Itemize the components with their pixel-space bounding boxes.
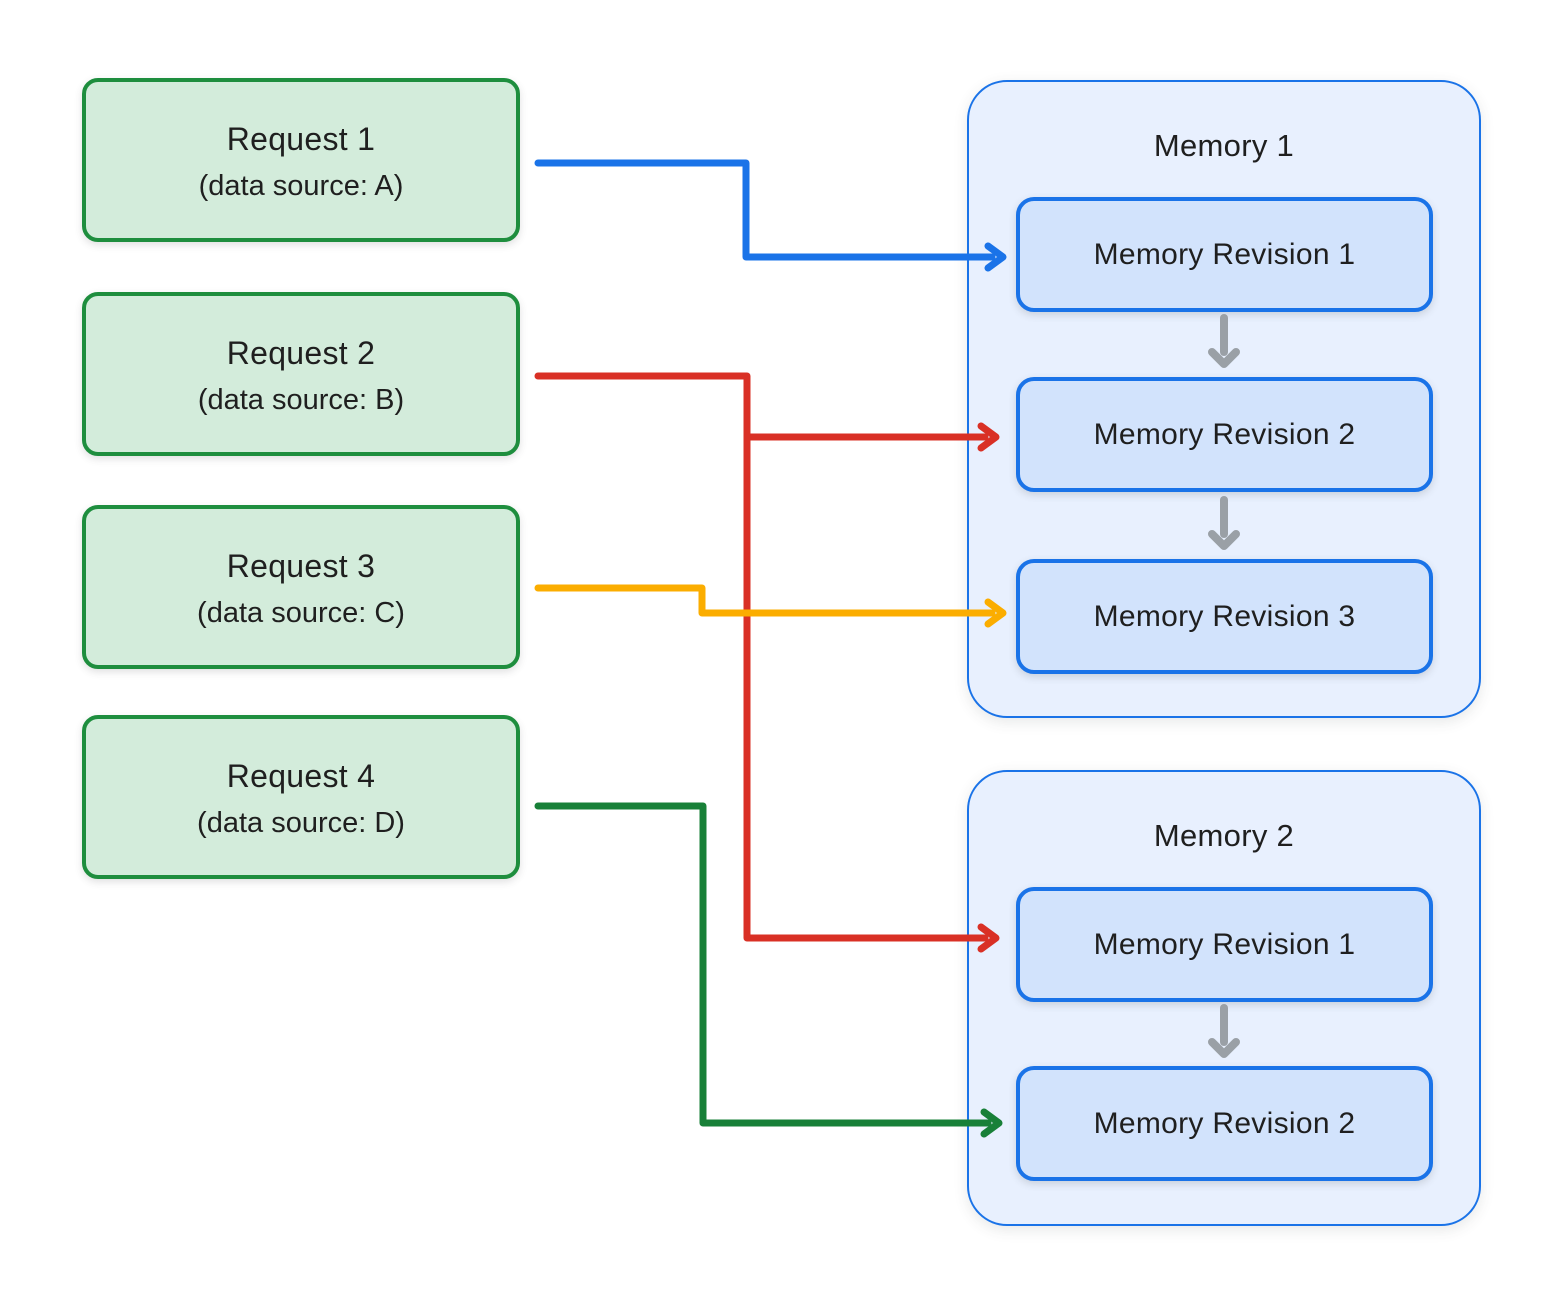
memory-2-title: Memory 2 [1153,818,1295,853]
memory-1-title: Memory 1 [1153,128,1295,163]
request-4-node: Request 4 (data source: D) [82,715,520,879]
arrow-request1-to-memory1-revision1 [534,159,1007,272]
memory-1-revision-1-label: Memory Revision 1 [1093,237,1356,271]
memory-1-container: Memory 1 Memory Revision 1 Memory Revisi… [967,80,1481,718]
request-1-subtitle: (data source: A) [198,170,404,202]
memory-1-revision-3: Memory Revision 3 [1016,559,1433,674]
memory-2-revision-1: Memory Revision 1 [1016,887,1433,1002]
arrow-request4-to-memory2-revision2 [534,802,1003,1138]
memory-2-revision-2-label: Memory Revision 2 [1093,1106,1356,1140]
memory-1-revision-3-label: Memory Revision 3 [1093,599,1356,633]
arrow-request3-to-memory1-revision3 [534,584,1007,628]
arrow-request2-to-memory1-revision2 [743,422,1000,452]
request-1-title: Request 1 [226,121,376,157]
memory-2-revision-1-label: Memory Revision 1 [1093,927,1356,961]
request-3-node: Request 3 (data source: C) [82,505,520,669]
request-2-subtitle: (data source: B) [197,384,405,416]
green-arrow-shaft [534,802,992,1127]
request-2-title: Request 2 [226,335,376,371]
request-3-title: Request 3 [226,548,376,584]
blue-arrow-shaft [534,159,996,261]
memory-2-revision-2: Memory Revision 2 [1016,1066,1433,1181]
request-4-subtitle: (data source: D) [197,807,405,839]
red-arrow-shaft [534,372,989,942]
memory-2-container: Memory 2 Memory Revision 1 Memory Revisi… [967,770,1481,1226]
memory-1-revision-2-label: Memory Revision 2 [1093,417,1356,451]
request-1-node: Request 1 (data source: A) [82,78,520,242]
yellow-arrow-shaft [534,584,996,617]
arrow-request2-to-memory2-revision1 [534,372,1000,953]
request-3-subtitle: (data source: C) [197,597,405,629]
memory-1-revision-1: Memory Revision 1 [1016,197,1433,312]
memory-1-revision-2: Memory Revision 2 [1016,377,1433,492]
request-2-node: Request 2 (data source: B) [82,292,520,456]
request-4-title: Request 4 [226,758,376,794]
